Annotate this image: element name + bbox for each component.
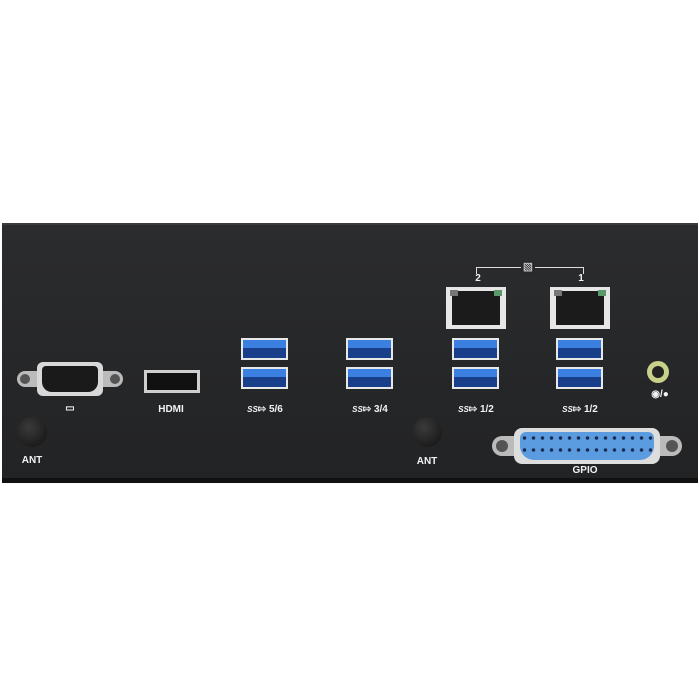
usb-port-2b[interactable] [556,367,603,389]
usb-5-6-text: 5/6 [268,404,283,415]
usb-1-2-label: SS⇰ 1/2 [458,404,494,415]
usb-3-4-label: SS⇰ 3/4 [352,404,388,415]
ant-right-label: ANT [416,456,438,467]
audio-jack[interactable] [647,361,669,383]
vga-port[interactable] [17,362,123,396]
usb-port-5[interactable] [241,338,288,360]
hdmi-label: HDMI [158,404,184,415]
ant-left-label: ANT [21,455,43,466]
usb-port-4[interactable] [346,367,393,389]
headphone-icon: ◉ [651,389,660,400]
lan-2-label: 2 [475,273,481,284]
usb-port-6[interactable] [241,367,288,389]
gpio-port[interactable] [492,428,682,464]
antenna-connector-right [412,417,442,447]
usb-port-3[interactable] [346,338,393,360]
led-icon [598,290,606,296]
led-icon [450,290,458,296]
led-icon [494,290,502,296]
microphone-icon: ● [662,389,669,400]
usb-1-2-charging-label: SS⇰ 1/2 [562,404,598,415]
audio-label: ◉/● [651,389,669,400]
lan-icon: ▧ [521,261,535,273]
lan-1-label: 1 [578,273,584,284]
usb-ss-icon: SS [247,405,258,414]
usb-port-1b[interactable] [556,338,603,360]
usb-5-6-label: SS⇰ 5/6 [247,404,283,415]
usb-port-2a[interactable] [452,367,499,389]
hdmi-port[interactable] [144,370,200,393]
usb-ss-icon: SS [352,405,363,414]
gpio-label: GPIO [572,465,598,476]
led-icon [554,290,562,296]
usb-1-2-text: 1/2 [479,404,494,415]
usb-ss-icon: SS [562,405,573,414]
usb-ss-icon: SS [458,405,469,414]
usb-port-1a[interactable] [452,338,499,360]
antenna-connector-left [17,417,47,447]
audio-separator: / [659,389,663,400]
monitor-icon: ▭ [65,403,75,414]
usb-1-2-text: 1/2 [583,404,598,415]
usb-3-4-text: 3/4 [373,404,388,415]
panel-bottom-edge [2,478,698,483]
